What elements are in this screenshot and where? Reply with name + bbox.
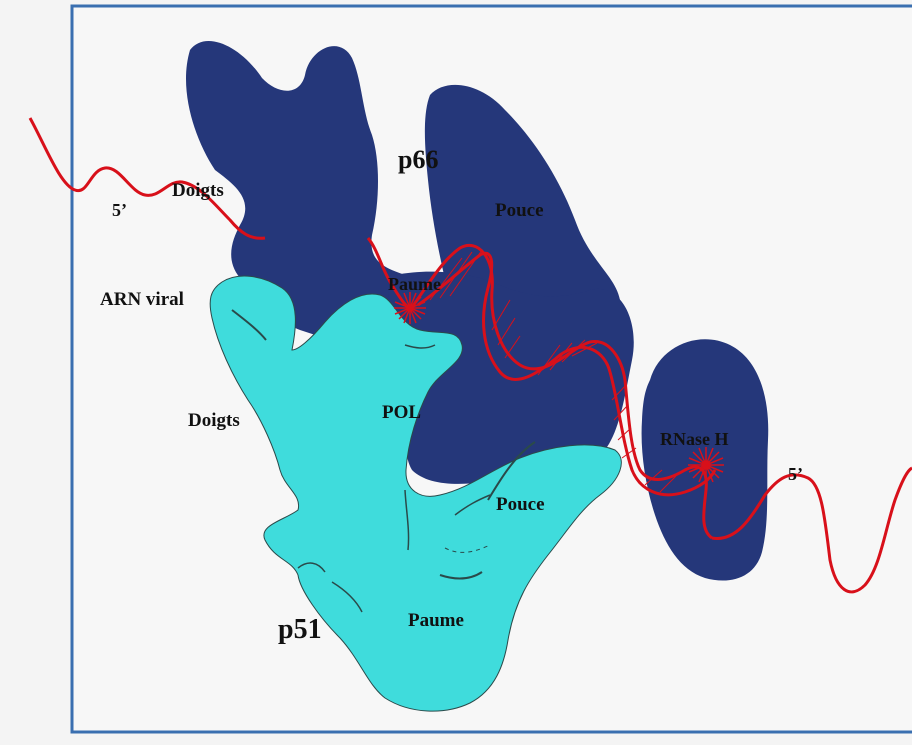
- p51-contour-line: [444, 544, 491, 553]
- p66-fingers-domain: [186, 40, 408, 347]
- rna-template-strand: [28, 117, 266, 240]
- p51-contour-line: [404, 344, 436, 349]
- p51-contour-line: [331, 581, 363, 613]
- helix-strand-b: [417, 251, 717, 497]
- starburst-icon: [688, 447, 724, 483]
- p51-contour-line: [404, 489, 410, 551]
- p66-subunit: [186, 40, 769, 581]
- p51-label: p51: [278, 614, 322, 645]
- p51-body: [209, 275, 622, 712]
- rnase-h-label: RNase H: [660, 429, 729, 449]
- starburst-icon: [394, 292, 426, 324]
- rna-template-strand: [366, 237, 412, 312]
- p51-subunit: [209, 275, 622, 712]
- p66-palm-label: Paume: [388, 274, 441, 294]
- five-prime-left-label: 5’: [112, 200, 127, 220]
- rnase-h-domain: [641, 339, 769, 581]
- p51-contour-line: [454, 494, 491, 516]
- pol-label: POL: [382, 402, 421, 423]
- helix-strand-a: [408, 244, 713, 540]
- p66-thumb-label: Pouce: [495, 200, 544, 221]
- p51-contour-line: [439, 571, 483, 580]
- helix-base-pairs: [429, 249, 677, 493]
- p51-thumb-label: Pouce: [496, 494, 545, 515]
- p66-fingers-label: Doigts: [172, 180, 224, 201]
- p66-label: p66: [398, 145, 438, 174]
- five-prime-right-label: 5’: [788, 464, 803, 484]
- viral-rna-strand: [28, 117, 912, 594]
- p51-fingers-label: Doigts: [188, 410, 240, 431]
- p51-contour-line: [487, 441, 536, 501]
- rna-product-strand: [711, 466, 912, 594]
- p51-contour-line: [297, 562, 326, 573]
- viral-rna-label: ARN viral: [100, 289, 184, 310]
- p51-contour-line: [231, 309, 267, 341]
- p51-palm-label: Paume: [408, 610, 464, 631]
